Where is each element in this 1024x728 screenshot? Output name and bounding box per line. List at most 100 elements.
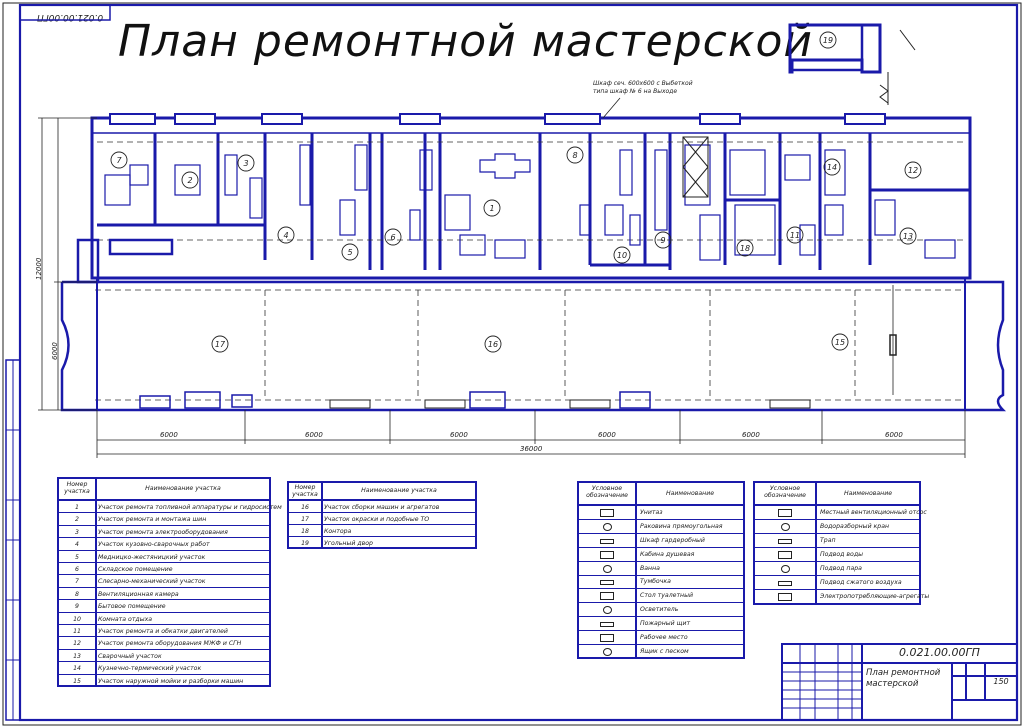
span-dimension: 6000 bbox=[160, 431, 178, 439]
bottom-dimension-lines bbox=[96, 410, 966, 458]
hall-height-dimension: 6000 bbox=[51, 342, 59, 360]
legend-sanitary-name: Пожарный щит bbox=[640, 620, 691, 628]
table-header-number: Номер участка bbox=[64, 481, 90, 495]
section-name: Комната отдыха bbox=[98, 615, 153, 623]
title-block bbox=[781, 643, 1018, 721]
sink-icon bbox=[600, 508, 614, 517]
section-number: 2 bbox=[75, 516, 79, 524]
section-extra-name: Участок окраски и подобные ТО bbox=[324, 516, 430, 523]
room-marker-label: 2 bbox=[187, 176, 192, 185]
binding-strip bbox=[5, 359, 21, 721]
air-outlet-icon bbox=[778, 551, 792, 559]
section-number: 5 bbox=[75, 553, 79, 561]
section-name: Медницко-жестяницкий участок bbox=[98, 553, 206, 561]
main-hall bbox=[60, 278, 1007, 412]
room-marker-label: 5 bbox=[347, 248, 352, 257]
legend-utilities-name: Подвод сжатого воздуха bbox=[820, 579, 902, 586]
legend-utilities-name: Подвод пара bbox=[820, 565, 862, 572]
section-row: 5 Медницко-жестяницкий участок bbox=[58, 549, 270, 563]
legend-sanitary-row: Рабочее место bbox=[578, 630, 744, 645]
legend-sanitary-row: Шкаф гардеробный bbox=[578, 532, 744, 548]
legend-utilities-name: Электропотребляющие-агрегаты bbox=[820, 593, 930, 600]
room-marker-label: 1 bbox=[489, 204, 494, 213]
section-number: 4 bbox=[75, 541, 79, 549]
section-number: 7 bbox=[75, 578, 79, 586]
span-dimension: 6000 bbox=[450, 431, 468, 439]
room-marker-18: 18 bbox=[736, 239, 754, 257]
room-marker-label: 18 bbox=[740, 244, 750, 253]
left-dimension-lines bbox=[38, 117, 97, 411]
table-header-number: Номер участка bbox=[292, 484, 318, 498]
building-19 bbox=[788, 23, 916, 105]
legend-utilities-row: Подвод пара bbox=[754, 561, 920, 576]
room-marker-19: 19 bbox=[819, 31, 837, 49]
section-extra-name: Контора bbox=[324, 528, 352, 535]
stool-icon bbox=[600, 580, 614, 586]
room-marker-6: 6 bbox=[384, 228, 402, 246]
legend-sanitary-name: Ящик с песком bbox=[640, 647, 689, 655]
section-extra-number: 16 bbox=[301, 504, 309, 511]
equipment-note: Шкаф сеч. 600x600 с Выбеткой типа шкаф №… bbox=[593, 80, 693, 95]
room-marker-label: 14 bbox=[827, 163, 837, 172]
section-name: Участок ремонта и монтажа шин bbox=[98, 516, 207, 524]
top-stamp-box bbox=[19, 4, 111, 21]
funnel-icon bbox=[778, 539, 792, 544]
room-equipment bbox=[104, 144, 956, 261]
compressed-air-icon bbox=[778, 581, 792, 586]
electric-outlet-icon bbox=[778, 593, 792, 601]
legend-sanitary-name: Стол туалетный bbox=[640, 592, 694, 600]
legend-header-name: Наименование bbox=[665, 490, 715, 497]
legend-sanitary-row: Тумбочка bbox=[578, 574, 744, 590]
section-number: 3 bbox=[75, 528, 79, 536]
drawing-title: План ремонтной мастерской bbox=[118, 16, 813, 67]
crane-beam-icon bbox=[600, 550, 614, 559]
legend-utilities-name: Водоразборный кран bbox=[820, 523, 890, 530]
section-name: Участок кузовно-сварочных работ bbox=[98, 541, 210, 549]
section-number: 15 bbox=[73, 677, 81, 685]
section-name: Кузнечно-термический участок bbox=[98, 665, 202, 673]
room-partitions bbox=[97, 133, 970, 270]
section-extra-number: 19 bbox=[301, 540, 309, 547]
room-marker-2: 2 bbox=[181, 171, 199, 189]
section-number: 8 bbox=[75, 590, 79, 598]
room-marker-4: 4 bbox=[277, 226, 295, 244]
note-leader bbox=[602, 97, 621, 119]
section-extra-name: Угольный двор bbox=[324, 540, 373, 547]
section-extra-number: 17 bbox=[301, 516, 309, 523]
top-windows bbox=[109, 113, 886, 125]
section-extra-row: 17 Участок окраски и подобные ТО bbox=[288, 512, 476, 525]
section-extra-number: 18 bbox=[301, 528, 309, 535]
grid-axes bbox=[95, 141, 965, 401]
shower-tray-icon bbox=[603, 564, 612, 573]
room-marker-5: 5 bbox=[341, 243, 359, 261]
legend-sanitary-name: Раковина прямоугольная bbox=[640, 522, 723, 530]
room-marker-1: 1 bbox=[483, 199, 501, 217]
sand-box-icon bbox=[603, 647, 612, 656]
room-marker-15: 15 bbox=[831, 333, 849, 351]
section-number: 6 bbox=[75, 566, 79, 573]
steam-icon bbox=[781, 565, 790, 573]
room-marker-label: 15 bbox=[835, 338, 845, 347]
legend-utilities-name: Подвод воды bbox=[820, 551, 863, 558]
section-number: 1 bbox=[75, 504, 79, 511]
section-row: 3 Участок ремонта электрооборудования bbox=[58, 524, 270, 538]
section-name: Складское помещение bbox=[98, 566, 173, 573]
room-marker-9: 9 bbox=[654, 231, 672, 249]
section-name: Участок ремонта оборудования МЖФ и СГН bbox=[98, 640, 242, 648]
room-marker-label: 12 bbox=[908, 166, 918, 175]
legend-header-symbol: Условное обозначение bbox=[764, 485, 806, 499]
section-name: Участок ремонта электрооборудования bbox=[98, 528, 228, 536]
workstation-icon bbox=[600, 634, 614, 643]
table-header-name: Наименование участка bbox=[361, 487, 437, 494]
room-marker-label: 10 bbox=[617, 251, 627, 260]
legend-utilities-row: Водоразборный кран bbox=[754, 519, 920, 534]
legend-sanitary-row: Осветитель bbox=[578, 602, 744, 617]
